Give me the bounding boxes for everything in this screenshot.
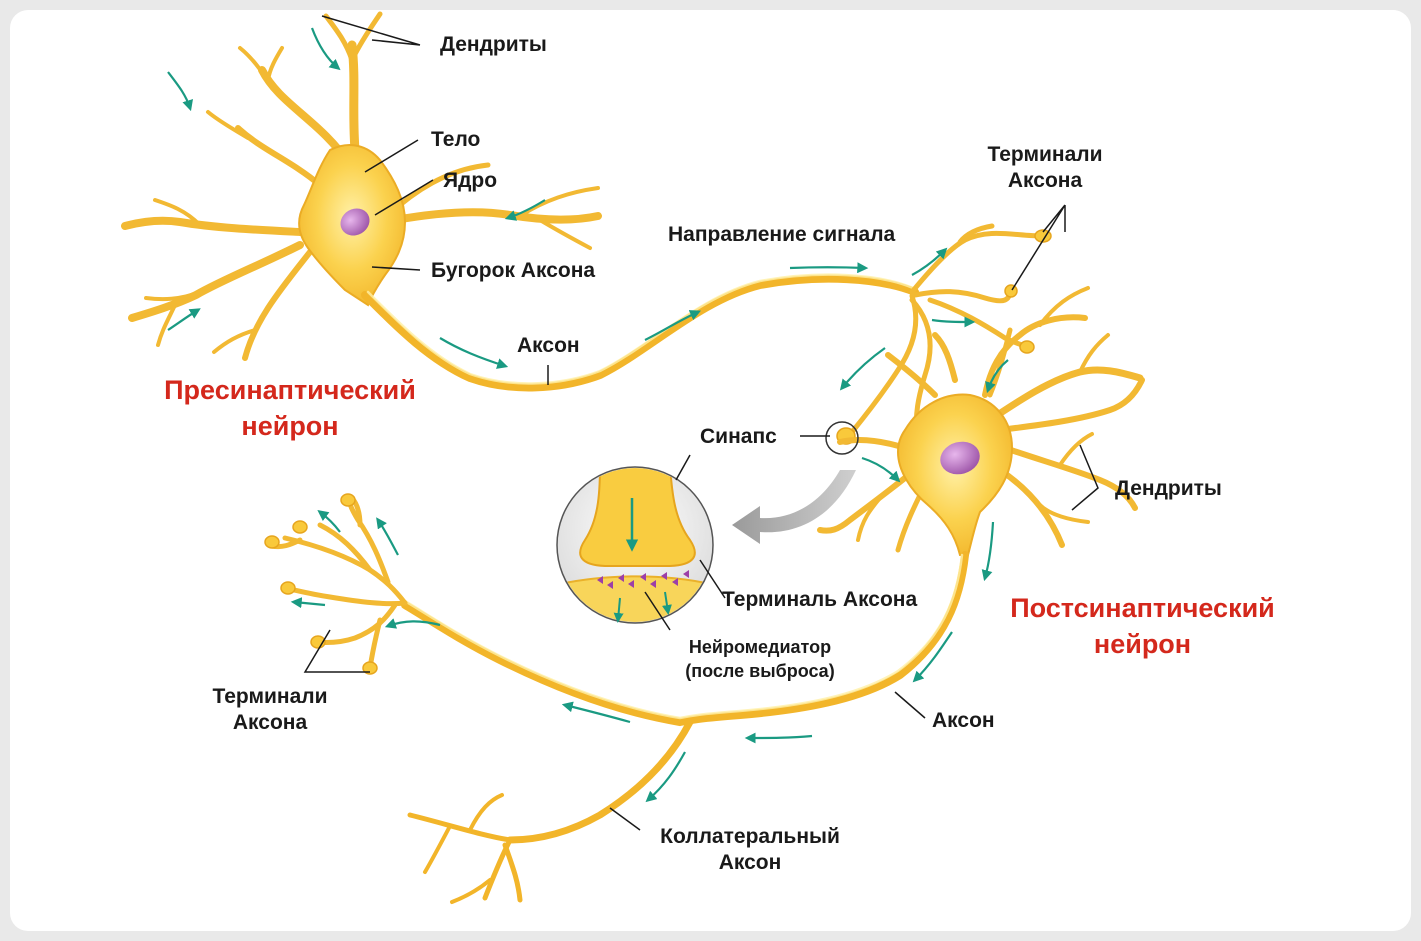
synapse-inset [556, 466, 714, 624]
label-presynaptic-neuron: Пресинаптический нейрон [140, 372, 440, 444]
label-terminals-left-line2: Аксона [232, 711, 308, 734]
synapse-highlight-circle [825, 421, 859, 455]
label-postsynaptic-neuron: Постсинаптический нейрон [985, 590, 1300, 662]
label-soma: Тело [431, 128, 481, 151]
label-collateral-axon: Коллатеральный Аксон [640, 824, 860, 876]
label-dendrites-top: Дендриты [440, 33, 547, 56]
label-postsynaptic-line1: Постсинаптический [1010, 593, 1275, 623]
label-axon-terminal: Терминаль Аксона [722, 588, 918, 611]
label-axon-bottom: Аксон [932, 709, 995, 732]
label-terminals-top-line1: Терминали [987, 143, 1103, 166]
presynaptic-axon [361, 274, 919, 392]
label-axon-hillock: Бугорок Аксона [431, 259, 596, 282]
label-axon-top: Аксон [517, 334, 580, 357]
diagram-frame [10, 10, 1411, 931]
label-signal-direction: Направление сигнала [668, 223, 896, 246]
signal-arrows [167, 27, 1009, 803]
neurotransmitter-molecules [597, 570, 689, 589]
label-presynaptic-line1: Пресинаптический [164, 375, 416, 405]
label-postsynaptic-line2: нейрон [1093, 629, 1192, 659]
collateral-axon [407, 718, 694, 904]
label-synapse: Синапс [700, 425, 777, 448]
label-nucleus: Ядро [443, 169, 498, 192]
label-terminals-left: Терминали Аксона [195, 684, 345, 736]
label-collateral-line2: Аксон [718, 851, 782, 874]
postsynaptic-dendrites [817, 286, 1145, 553]
label-collateral-line1: Коллатеральный [660, 825, 840, 848]
presynaptic-dendrites [121, 11, 602, 361]
postsynaptic-axon [401, 551, 969, 727]
zoom-arrow [732, 470, 856, 544]
postsynaptic-soma [896, 393, 1014, 556]
postsynaptic-nucleus [940, 441, 980, 475]
label-terminals-left-line1: Терминали [212, 685, 328, 708]
label-dendrites-right: Дендриты [1115, 477, 1222, 500]
label-terminals-top-line2: Аксона [1007, 169, 1083, 192]
label-neurotransmitter-line2: (после выброса) [685, 661, 835, 681]
label-neurotransmitter-line1: Нейромедиатор [688, 637, 832, 657]
label-terminals-top: Терминали Аксона [970, 142, 1120, 194]
leader-lines [303, 15, 1099, 831]
presynaptic-nucleus [340, 208, 370, 236]
label-neurotransmitter: Нейромедиатор (после выброса) [660, 635, 860, 683]
label-presynaptic-line2: нейрон [241, 411, 339, 441]
